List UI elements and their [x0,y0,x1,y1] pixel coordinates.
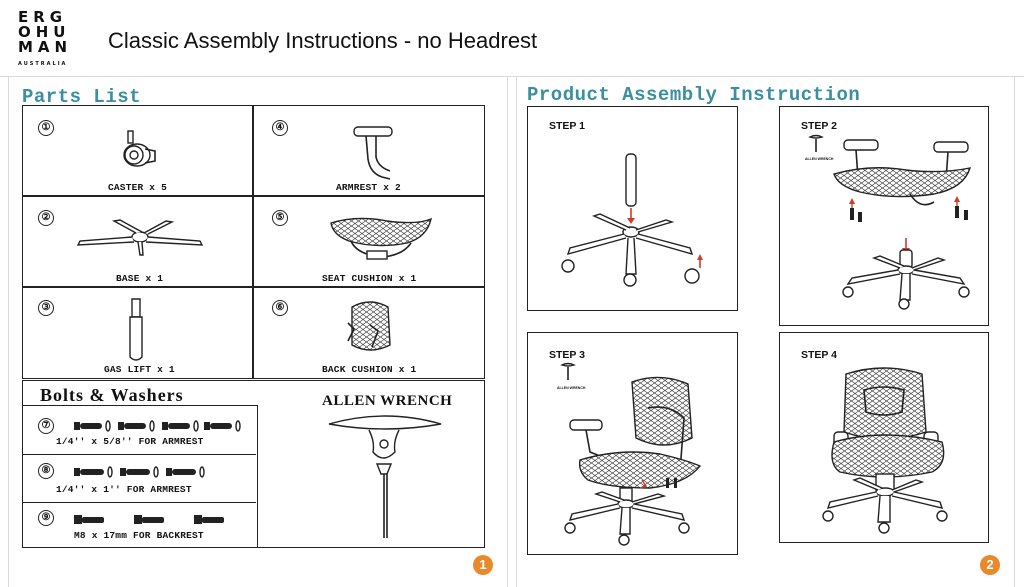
part-number-1: ① [38,120,54,136]
armrest-illustration [353,126,393,180]
page-divider-middle-2 [516,76,517,587]
step-1-label: STEP 1 [549,120,585,132]
part-number-3: ③ [38,300,54,316]
page-header [0,0,1024,77]
seat-cushion-illustration [330,217,432,260]
bolt-caption-9: M8 x 17mm FOR BACKREST [74,530,204,541]
part-cell-base [22,195,254,288]
bolts-8-illustration [74,466,205,478]
bolt-number-8: ⑧ [38,463,54,479]
gas-lift-illustration [129,298,143,361]
part-cell-caster [22,105,254,197]
step-1-illustration [561,153,703,287]
step-2-illustration [833,139,972,310]
step-3-illustration [564,376,702,546]
bolts-list: ⑦ ⑧ ⑨ 1/4'' x 5/8'' FOR ARMREST 1/4'' x … [22,405,258,548]
part-cell-back [252,286,485,379]
part-caption-armrest: ARMREST x 2 [336,182,401,193]
page-badge-1: 1 [473,555,493,575]
part-number-4: ④ [272,120,288,136]
assembly-title: Product Assembly Instruction [527,84,861,106]
page-badge-2: 2 [980,555,1000,575]
page-title: Classic Assembly Instructions - no Headr… [108,28,538,53]
part-caption-base: BASE x 1 [116,273,164,284]
part-number-5: ⑤ [272,210,288,226]
bolt-number-7: ⑦ [38,418,54,434]
bolts-washers-box [22,380,485,548]
step-4-label: STEP 4 [801,349,837,361]
step-4-illustration [822,367,948,534]
step-2-allen-wrench-icon [808,134,824,152]
part-caption-seat: SEAT CUSHION x 1 [322,273,417,284]
bolt-caption-8: 1/4'' x 1'' FOR ARMREST [56,484,192,495]
bolt-number-9: ⑨ [38,510,54,526]
step-2-label: STEP 2 [801,120,837,132]
part-number-2: ② [38,210,54,226]
bolts-washers-title: Bolts & Washers [40,385,184,405]
step-3-panel [527,332,738,555]
page-divider-right [1014,76,1015,587]
bolt-caption-7: 1/4'' x 5/8'' FOR ARMREST [56,436,204,447]
bolts-row-divider-1 [22,454,256,455]
parts-list-title: Parts List [22,86,142,108]
part-cell-gaslift [22,286,254,379]
back-cushion-illustration [347,301,391,351]
bolts-9-illustration [74,515,224,524]
part-number-6: ⑥ [272,300,288,316]
allen-wrench-title: ALLEN WRENCH [322,393,453,409]
step-3-allen-label: ALLEN WRENCH [557,386,586,390]
part-caption-gaslift: GAS LIFT x 1 [104,364,175,375]
part-caption-back: BACK CUSHION x 1 [322,364,417,375]
part-cell-armrest [252,105,485,197]
step-3-label: STEP 3 [549,349,585,361]
parts-grid: ① ④ ② ⑤ ③ ⑥ CASTER x 5 ARMREST x 2 BASE … [22,105,485,379]
step-3-allen-wrench-icon [560,362,576,380]
caster-illustration [123,130,156,167]
bolts-7-illustration [74,420,241,432]
bolts-row-divider-2 [22,502,256,503]
allen-wrench-illustration [328,415,442,538]
base-illustration [76,219,204,256]
part-cell-seat [252,195,485,288]
ergohuman-logo: ERG OHU MAN AUSTRALIA [18,8,73,68]
part-caption-caster: CASTER x 5 [108,182,168,193]
page-divider-middle [507,76,508,587]
page-divider-left [8,76,9,587]
step-2-allen-label: ALLEN WRENCH [805,157,834,161]
